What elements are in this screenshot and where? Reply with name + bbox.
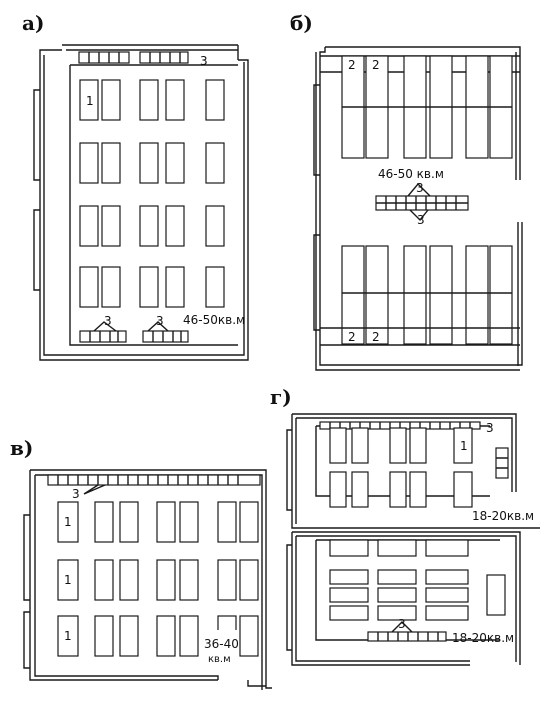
panel-v-desk-number: 1 <box>64 515 72 529</box>
panel-b-area: 46-50 кв.м <box>378 167 444 181</box>
panel-g-desk-number: 1 <box>460 439 468 453</box>
panel-g-label: г) <box>270 385 292 409</box>
panel-a-top-shelves <box>78 51 189 64</box>
panel-v-desk-number-3: 1 <box>64 629 72 643</box>
panel-b-desk-number-2: 2 <box>372 58 380 72</box>
panel-a: а) 3 1 <box>22 11 249 361</box>
panel-b-center-shelf <box>375 182 469 222</box>
panel-b-desk-number: 2 <box>348 58 356 72</box>
panel-a-desk-number: 1 <box>86 94 94 108</box>
panel-v-shelf-number: 3 <box>72 487 80 501</box>
panel-g-area-bottom: 18-20кв.м <box>452 631 514 645</box>
panel-a-label: а) <box>22 11 44 35</box>
panel-g-bottom-desks <box>329 539 506 621</box>
panel-a-shelf-number-bottom-1: 3 <box>104 314 112 328</box>
panel-v-windows <box>23 514 30 669</box>
panel-b-windows <box>313 84 320 331</box>
panel-a-windows <box>33 89 40 291</box>
panel-b-bottom-desks <box>341 245 513 345</box>
panel-v-label: в) <box>10 436 33 460</box>
panel-b-shelf-number-1: 3 <box>416 181 424 195</box>
panel-g-bottom-shelf <box>367 621 447 642</box>
panel-a-walls <box>39 44 249 361</box>
panel-b-top-desks <box>341 55 513 159</box>
panel-v-walls <box>29 469 272 689</box>
panel-v-area-value: 36-40 <box>204 637 239 651</box>
panel-a-bottom-shelves <box>79 321 189 343</box>
panel-a-area: 46-50кв.м <box>183 313 245 327</box>
panel-a-desks <box>79 79 225 308</box>
panel-b-shelf-number-2: 3 <box>417 213 425 227</box>
panel-g-top-desks <box>329 427 509 508</box>
panel-b-desk-number-3: 2 <box>348 330 356 344</box>
panel-a-shelf-number-bottom-2: 3 <box>156 314 164 328</box>
panel-b-desk-number-4: 2 <box>372 330 380 344</box>
panel-a-shelf-number: 3 <box>200 54 208 68</box>
panel-b: б) 2 2 46-50 кв.м 3 3 2 2 <box>290 11 523 371</box>
panel-g-shelf-number-2: 3 <box>398 617 406 631</box>
panel-b-label: б) <box>290 11 313 35</box>
panel-g-area-top: 18-20кв.м <box>472 509 534 523</box>
panel-b-walls <box>319 46 523 366</box>
panel-v-top-shelf <box>47 474 261 495</box>
panel-g: г) 3 1 18-20кв.м <box>270 385 540 666</box>
panel-g-top-walls <box>291 413 540 529</box>
panel-v: в) 3 1 1 1 36-40 кв.м <box>10 436 272 690</box>
panel-v-area-unit: кв.м <box>208 654 231 665</box>
panel-g-bottom-walls <box>291 531 521 666</box>
panel-g-shelf-number: 3 <box>486 421 494 435</box>
panel-v-desk-number-2: 1 <box>64 573 72 587</box>
